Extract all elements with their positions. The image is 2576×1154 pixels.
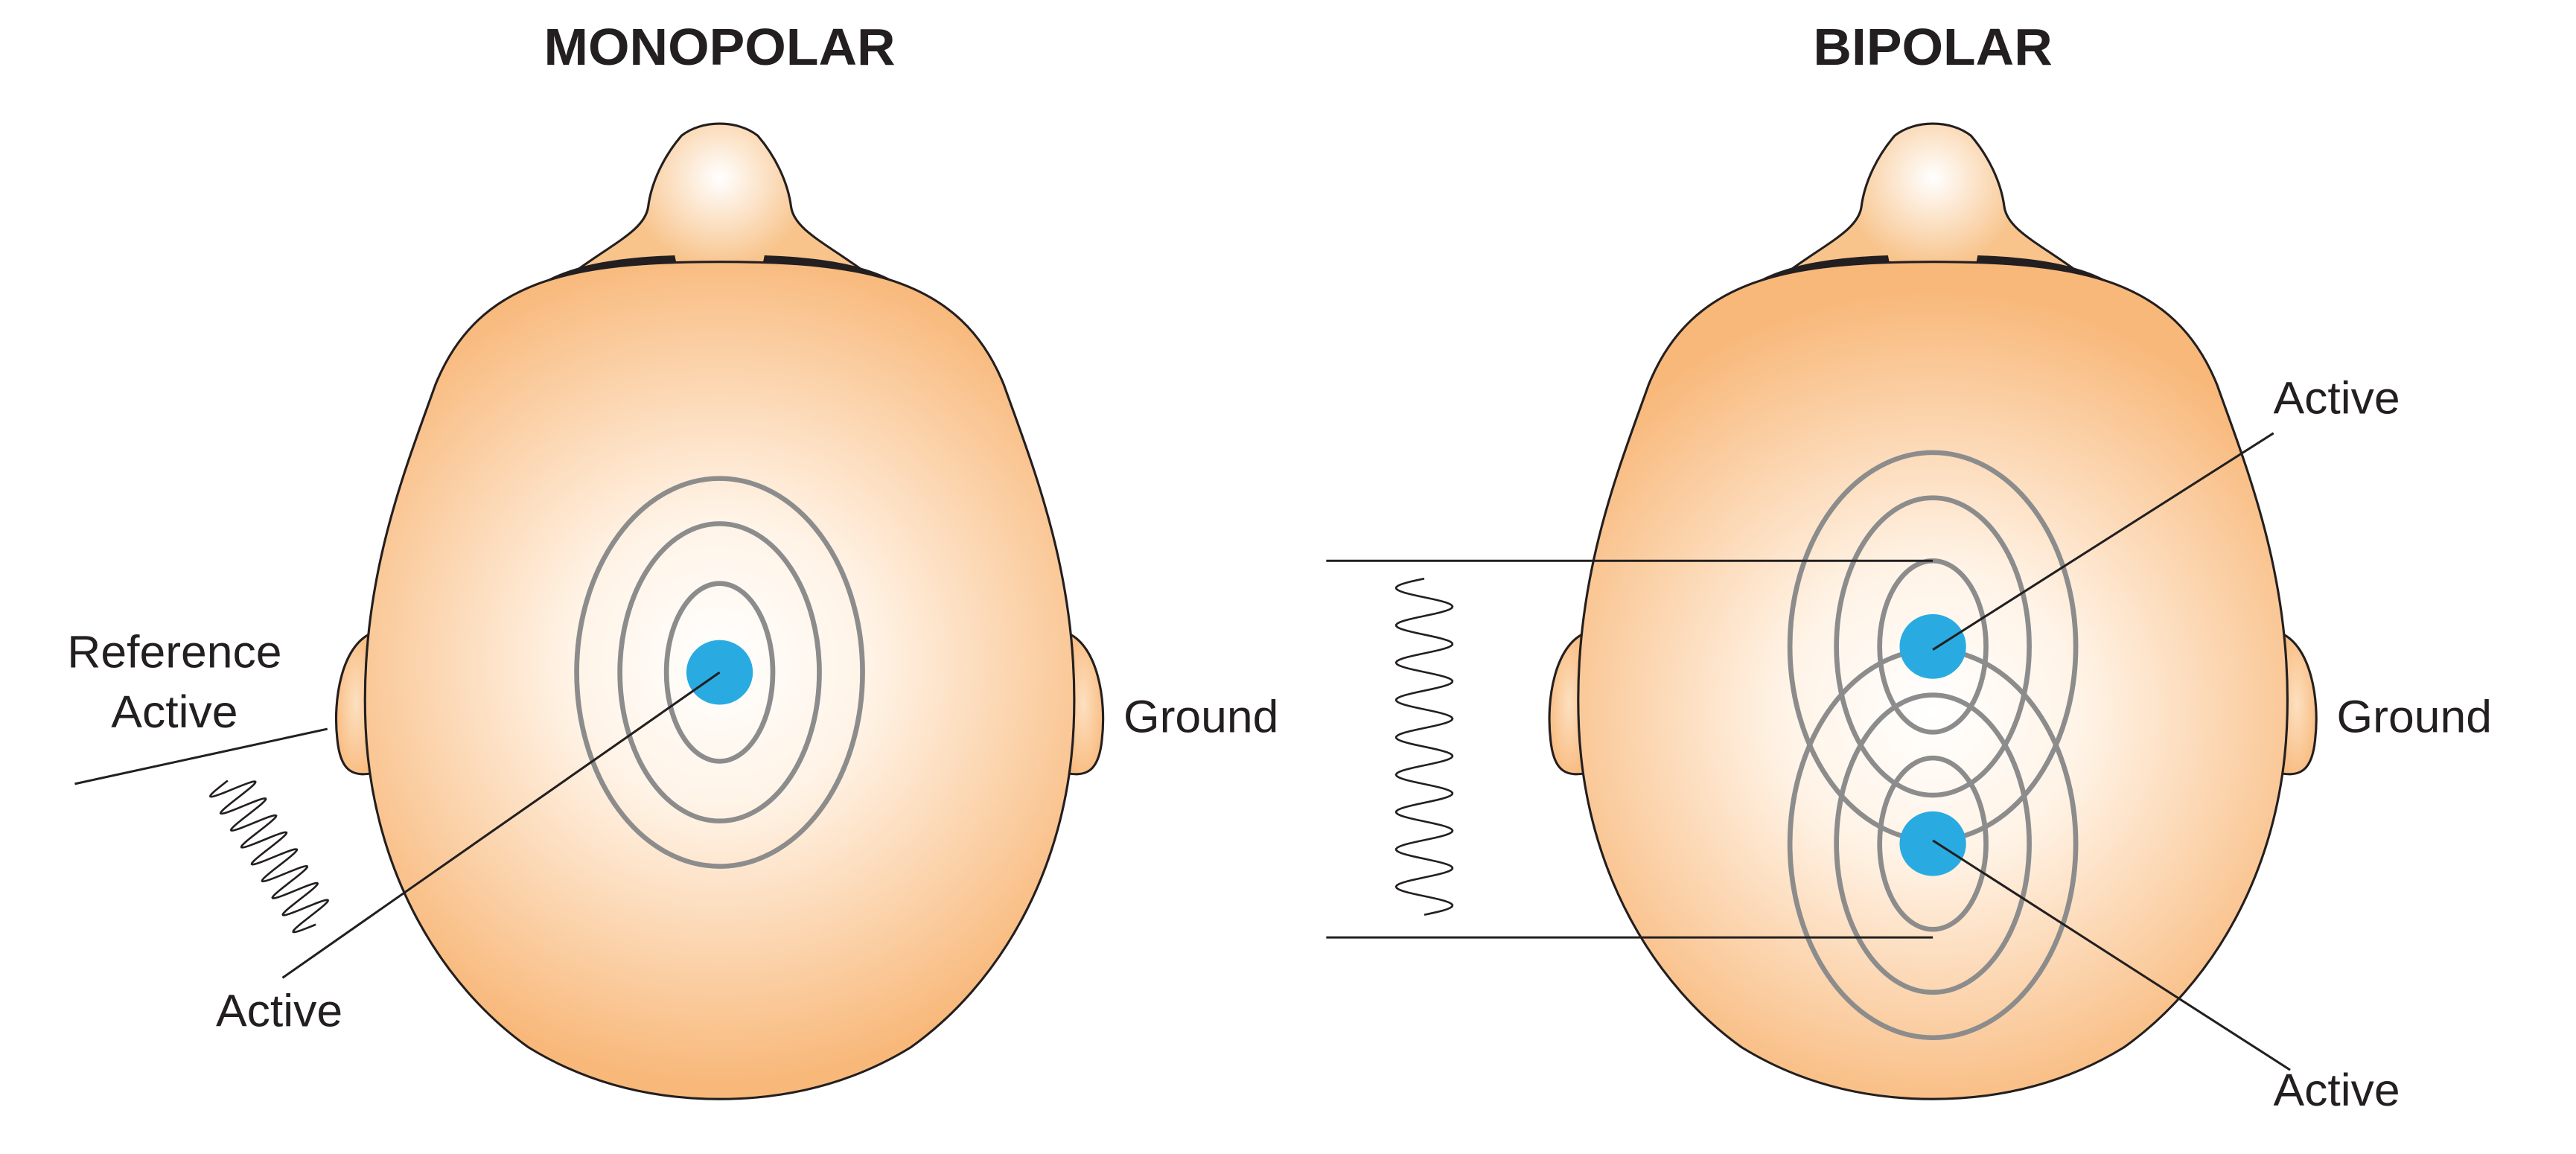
monopolar-panel: MONOPOLAR Reference Active Active Ground: [67, 18, 1278, 1100]
active-top-lead: [1932, 432, 2274, 651]
reference-label: Reference: [67, 627, 281, 678]
eeg-waveform: [1394, 577, 1454, 916]
ground-label: Ground: [1123, 692, 1278, 742]
active-bottom-label: Active: [2273, 1065, 2400, 1116]
field-ring: [574, 476, 865, 869]
nose: [1785, 122, 2082, 273]
field-ring-lower: [1877, 755, 1989, 932]
field-ring-upper: [1834, 495, 2032, 798]
monopolar-title: MONOPOLAR: [544, 18, 896, 76]
reference-active-label: Active: [111, 687, 237, 738]
ground-label: Ground: [2337, 692, 2492, 742]
active-bottom-lead: [1932, 839, 2291, 1071]
active-electrode-top: [1899, 613, 1966, 679]
field-ring: [663, 581, 776, 764]
bipolar-title: BIPOLAR: [1813, 18, 2052, 76]
active-label: Active: [216, 986, 342, 1036]
bipolar-panel: BIPOLAR Active Active Groun: [1326, 18, 2492, 1116]
nose: [571, 122, 868, 273]
field-ring-lower: [1834, 692, 2032, 995]
active-lead: [281, 671, 721, 979]
eeg-waveform: [208, 780, 330, 934]
active-electrode-bottom: [1899, 811, 1966, 876]
reference-lead: [74, 727, 328, 785]
field-ring: [617, 521, 822, 824]
active-top-label: Active: [2273, 374, 2400, 424]
head: [1577, 261, 2289, 1100]
